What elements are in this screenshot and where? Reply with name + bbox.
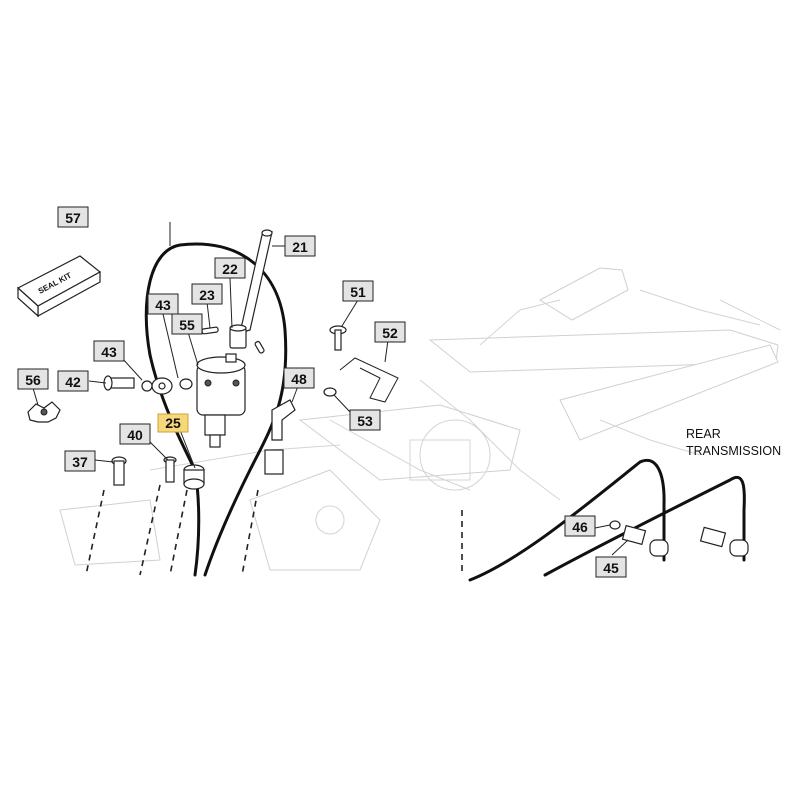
svg-text:52: 52 <box>382 325 398 341</box>
callout-52: 52 <box>374 321 406 343</box>
rear-transmission-note: REAR TRANSMISSION <box>686 427 781 458</box>
svg-text:21: 21 <box>292 239 308 255</box>
svg-text:48: 48 <box>291 371 307 387</box>
bushing-part <box>183 464 205 490</box>
bracket-part <box>141 377 193 395</box>
clip-52 <box>339 357 399 403</box>
seal-kit-box: SEAL KIT <box>16 255 102 318</box>
svg-text:51: 51 <box>350 284 366 300</box>
callout-45: 45 <box>595 556 627 578</box>
callout-43-upper: 43 <box>147 293 179 315</box>
svg-text:25: 25 <box>165 415 181 431</box>
bolt-37 <box>111 456 127 486</box>
callout-46: 46 <box>564 515 596 537</box>
svg-text:55: 55 <box>179 317 195 333</box>
leader-lines <box>32 245 629 556</box>
sprocket-part <box>27 401 61 423</box>
svg-text:56: 56 <box>25 372 41 388</box>
elbow-fitting <box>264 399 296 475</box>
svg-text:43: 43 <box>101 344 117 360</box>
svg-text:45: 45 <box>603 560 619 576</box>
callout-51: 51 <box>342 280 374 302</box>
hose-rear-1 <box>468 458 666 582</box>
callout-43-lower: 43 <box>93 340 125 362</box>
svg-text:42: 42 <box>65 374 81 390</box>
hose-left <box>144 242 288 577</box>
chassis-frame <box>59 267 781 571</box>
bolt-40 <box>163 456 177 483</box>
svg-text:23: 23 <box>199 287 215 303</box>
rod-part <box>239 229 273 334</box>
svg-text:53: 53 <box>357 413 373 429</box>
callout-25-highlighted: 25 <box>157 413 189 433</box>
bolt-42 <box>103 375 135 391</box>
washer-53 <box>323 387 337 397</box>
svg-text:46: 46 <box>572 519 588 535</box>
callout-42: 42 <box>57 370 89 392</box>
callout-37: 37 <box>64 450 96 472</box>
dashed-lines <box>85 222 463 576</box>
callout-23: 23 <box>191 283 223 305</box>
callout-22: 22 <box>214 257 246 279</box>
callout-40: 40 <box>119 423 151 445</box>
rear-fittings <box>609 520 749 557</box>
hose-rear-2 <box>543 476 746 577</box>
svg-text:43: 43 <box>155 297 171 313</box>
coupling-part <box>229 324 247 349</box>
svg-text:22: 22 <box>222 261 238 277</box>
svg-text:37: 37 <box>72 454 88 470</box>
callout-56: 56 <box>17 368 49 390</box>
callout-53: 53 <box>349 409 381 431</box>
svg-text:57: 57 <box>65 210 81 226</box>
callout-48: 48 <box>283 367 315 389</box>
hydraulic-motor <box>196 353 246 448</box>
callout-57: 57 <box>57 206 89 228</box>
callout-55: 55 <box>171 313 203 335</box>
svg-text:40: 40 <box>127 427 143 443</box>
note-line-2: TRANSMISSION <box>686 444 781 458</box>
callout-21: 21 <box>284 235 316 257</box>
screw-51 <box>329 325 347 351</box>
note-line-1: REAR <box>686 427 721 441</box>
